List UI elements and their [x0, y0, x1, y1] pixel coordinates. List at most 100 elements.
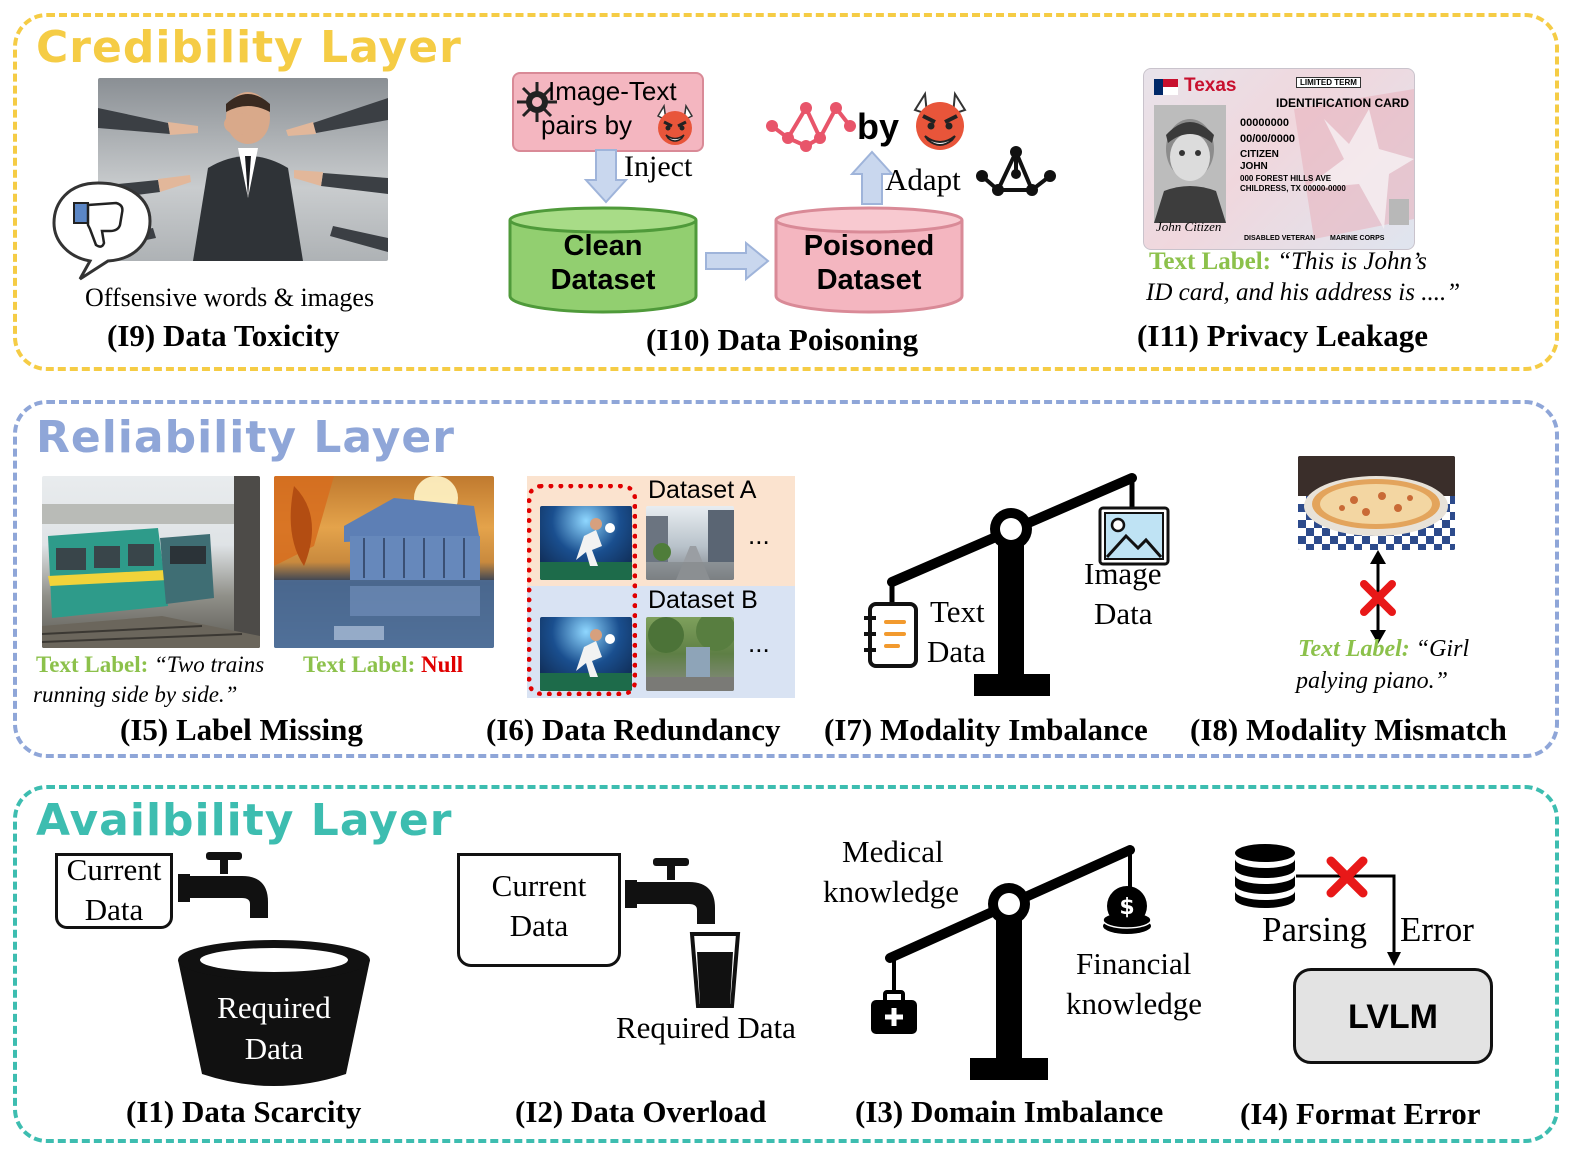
label-missing-label: (I5) Label Missing — [120, 712, 363, 747]
poisoned-dataset-cylinder — [774, 206, 964, 314]
thumbs-down-speech-icon — [52, 181, 152, 281]
label-missing-null: Null — [421, 652, 464, 677]
mismatch-text-label-prefix: Text Label: — [1298, 636, 1410, 662]
id-card-name: JOHN — [1240, 161, 1268, 172]
domain-financial-line1: Financial — [1076, 946, 1192, 981]
mismatch-text-label-value1: “Girl — [1415, 636, 1470, 662]
water-glass-icon — [689, 932, 741, 1008]
domain-medical-line1: Medical — [842, 834, 944, 869]
parsing-error-cross-icon — [1326, 856, 1368, 898]
svg-text:$: $ — [1119, 895, 1134, 920]
domain-financial-line2: knowledge — [1066, 986, 1203, 1021]
pizza-photo — [1298, 456, 1455, 550]
toxicity-caption: Offsensive words & images — [85, 283, 375, 312]
format-error-label: (I4) Format Error — [1240, 1096, 1481, 1131]
scarcity-required-line1: Required — [217, 990, 331, 1025]
street-photo-a — [646, 506, 734, 580]
imbalance-scale-icon — [887, 473, 1137, 696]
text-document-icon — [864, 602, 918, 668]
street-illustration-b — [646, 617, 734, 691]
poisoned-dataset-line2: Dataset — [816, 264, 922, 296]
label-missing-text2: Text Label: Null — [303, 652, 463, 678]
privacy-text-label-line2: ID card, and his address is ....” — [1146, 279, 1461, 306]
adapt-arrow-icon — [849, 150, 895, 205]
imbalance-text-line2: Data — [927, 634, 986, 669]
model-network-icon — [976, 146, 1056, 196]
id-card-footer2: MARINE CORPS — [1330, 235, 1385, 242]
error-label: Error — [1400, 910, 1474, 949]
id-card-footer1: DISABLED VETERAN — [1244, 235, 1316, 242]
virus-icon — [517, 82, 557, 122]
privacy-label: (I11) Privacy Leakage — [1137, 318, 1429, 353]
credibility-layer — [13, 13, 1559, 371]
medical-kit-icon — [871, 990, 917, 1034]
soccer-photo-b — [540, 617, 632, 691]
inject-arrow-icon — [583, 149, 629, 204]
money-coins-icon: $ — [1102, 886, 1152, 934]
id-card-dob: 00/00/0000 — [1240, 133, 1296, 145]
street-illustration-a — [646, 510, 734, 580]
poisoned-dataset-line1: Poisoned — [803, 230, 935, 262]
mismatch-text-label-line2: palying piano.” — [1296, 668, 1449, 694]
required-data-bucket-icon — [178, 940, 370, 1086]
lake-house-photo — [274, 476, 494, 648]
imbalance-text-line1: Text — [930, 594, 985, 629]
reliability-layer — [13, 400, 1559, 758]
mismatch-text-label-line1: Text Label: “Girl — [1298, 636, 1469, 663]
toxicity-label: (I9) Data Toxicity — [107, 318, 340, 353]
mismatch-cross-icon — [1360, 580, 1396, 616]
by-label: by — [857, 106, 900, 147]
scarcity-current-line2: Data — [84, 892, 144, 927]
clean-dataset-cylinder — [508, 206, 698, 314]
soccer-player-illustration-b — [540, 629, 632, 691]
lake-house-illustration — [274, 476, 494, 648]
privacy-text-label-line1: Text Label: “This is John’s — [1149, 248, 1427, 276]
imbalance-image-line1: Image — [1084, 556, 1162, 591]
duplicate-highlight-box — [527, 484, 637, 696]
label-missing-prefix-1: Text Label: — [36, 652, 149, 677]
dataset-b-label: Dataset B — [648, 586, 758, 614]
dataset-a-ellipsis: ... — [748, 520, 770, 550]
id-card: Texas LIMITED TERM IDENTIFICATION CARD 0… — [1143, 68, 1415, 250]
soccer-photo-a — [540, 506, 632, 580]
id-card-citizen: CITIZEN — [1240, 149, 1279, 160]
data-overload-label: (I2) Data Overload — [515, 1094, 767, 1129]
id-card-address2: CHILDRESS, TX 00000-0000 — [1240, 184, 1346, 193]
label-missing-text1-line2: running side by side.” — [33, 682, 238, 707]
privacy-text-label-value1: “This is John’s — [1277, 248, 1427, 275]
id-card-state: Texas — [1184, 75, 1237, 96]
parsing-flow-arrow-icon — [1296, 874, 1401, 966]
lvlm-box — [1293, 968, 1493, 1064]
modality-mismatch-label: (I8) Modality Mismatch — [1190, 712, 1507, 747]
lvlm-label: LVLM — [1347, 998, 1438, 1036]
privacy-text-label-prefix: Text Label: — [1149, 248, 1271, 275]
data-scarcity-label: (I1) Data Scarcity — [126, 1094, 362, 1129]
overload-required-data: Required Data — [616, 1010, 796, 1045]
adapt-label: Adapt — [885, 162, 961, 197]
id-card-term: LIMITED TERM — [1296, 77, 1361, 88]
scarcity-current-data-box — [55, 853, 173, 929]
trains-photo — [42, 476, 260, 648]
overload-current-line2: Data — [509, 908, 569, 943]
id-card-signature: John Citizen — [1156, 219, 1222, 234]
scarcity-required-line2: Data — [244, 1031, 304, 1066]
dataset-a-label: Dataset A — [648, 476, 757, 504]
overload-current-data-box — [457, 853, 621, 967]
pairs-text-line1: Image-Text — [548, 76, 677, 106]
id-card-number: 00000000 — [1240, 117, 1289, 129]
parsing-label: Parsing — [1262, 910, 1367, 949]
id-card-address1: 000 FOREST HILLS AVE — [1240, 174, 1332, 183]
availability-layer — [13, 785, 1559, 1143]
data-redundancy-label: (I6) Data Redundancy — [486, 712, 781, 747]
dataset-b-ellipsis: ... — [748, 628, 770, 658]
domain-scale-icon — [885, 845, 1135, 1080]
domain-medical-line2: knowledge — [823, 874, 960, 909]
id-card-title: IDENTIFICATION CARD — [1276, 96, 1410, 110]
database-icon — [1235, 844, 1295, 908]
overload-current-line1: Current — [491, 868, 587, 903]
modality-imbalance-label: (I7) Modality Imbalance — [824, 712, 1148, 747]
poisoned-model-network-icon — [766, 102, 856, 152]
pointing-hands-illustration — [98, 92, 388, 261]
toxicity-photo — [98, 78, 388, 261]
credibility-layer-title: Credibility Layer — [36, 22, 462, 73]
